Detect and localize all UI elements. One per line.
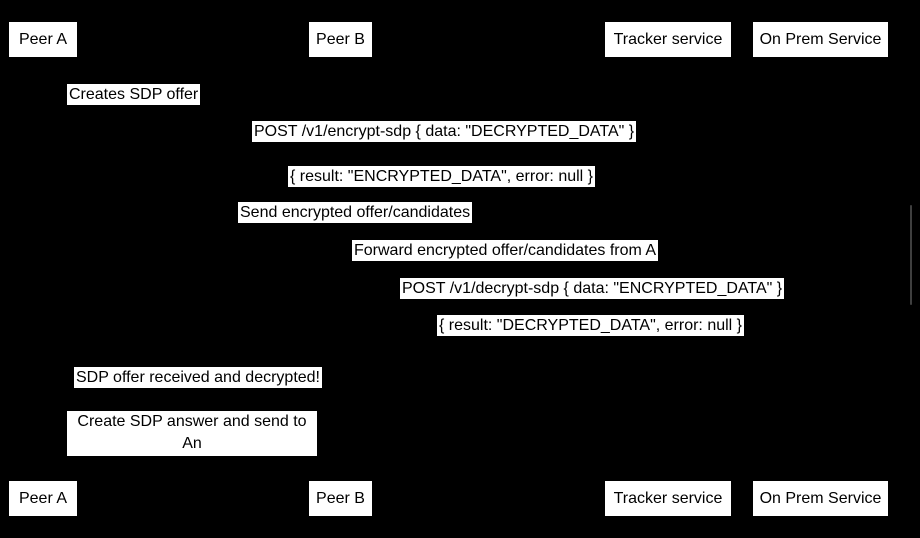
participant-tracker-service-bottom: Tracker service: [605, 481, 731, 516]
message-post-encrypt-sdp: POST /v1/encrypt-sdp { data: "DECRYPTED_…: [252, 121, 637, 142]
message-forward-encrypted-offer: Forward encrypted offer/candidates from …: [352, 240, 659, 261]
message-post-decrypt-sdp: POST /v1/decrypt-sdp { data: "ENCRYPTED_…: [400, 278, 785, 299]
participant-peer-a-top: Peer A: [9, 22, 77, 57]
participant-peer-a-bottom: Peer A: [9, 481, 77, 516]
participant-tracker-service-top: Tracker service: [605, 22, 731, 57]
participant-on-prem-service-top: On Prem Service: [753, 22, 888, 57]
message-sdp-offer-received: SDP offer received and decrypted!: [74, 367, 322, 388]
participant-on-prem-service-bottom: On Prem Service: [753, 481, 888, 516]
participant-peer-b-bottom: Peer B: [309, 481, 372, 516]
message-creates-sdp-offer: Creates SDP offer: [67, 84, 201, 105]
scrollbar-thumb[interactable]: [910, 205, 912, 305]
participant-peer-b-top: Peer B: [309, 22, 372, 57]
note-create-sdp-answer: Create SDP answer and send to An using t…: [67, 411, 317, 474]
message-result-encrypted-data: { result: "ENCRYPTED_DATA", error: null …: [288, 166, 596, 187]
message-result-decrypted-data: { result: "DECRYPTED_DATA", error: null …: [437, 315, 745, 336]
message-send-encrypted-offer: Send encrypted offer/candidates: [238, 202, 473, 223]
